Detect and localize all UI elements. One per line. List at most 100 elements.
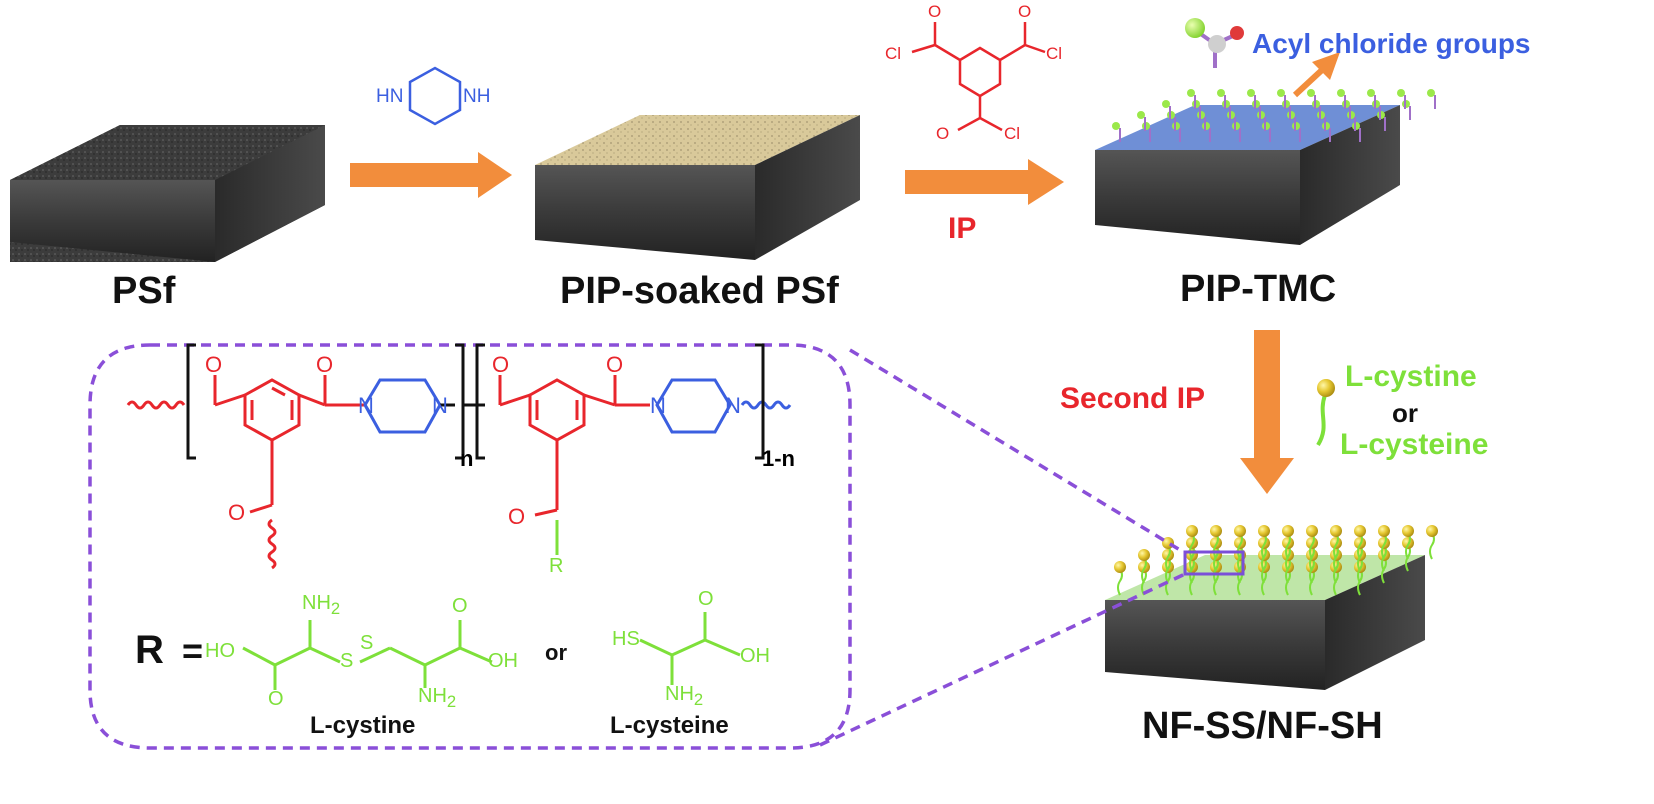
tmc-cl-2: Cl (1046, 44, 1063, 63)
tmc-cl-3: Cl (1004, 124, 1021, 143)
ligand-ball (1210, 537, 1222, 549)
label-psf: PSf (112, 270, 176, 312)
rdef-nh2-2: NH2 (418, 685, 456, 712)
rdef-oh-2: OH (740, 645, 770, 667)
poly-n-1: N (358, 393, 374, 418)
ligand-ball (1210, 561, 1222, 573)
ligand-ball (1354, 549, 1366, 561)
poly-o-3: O (228, 500, 246, 525)
tmc-o-2: O (1018, 2, 1032, 21)
rdef-nh2-1-sub: 2 (330, 599, 341, 618)
ligand-ball (1378, 537, 1390, 549)
pip-hn: HN (376, 86, 404, 107)
rdef-oh-1: OH (488, 650, 518, 672)
ligand-ball (1282, 537, 1294, 549)
tmc-o-3: O (936, 124, 950, 143)
poly-n-4: N (725, 393, 741, 418)
pip-soaked-membrane (535, 115, 860, 260)
ligand-ball (1354, 561, 1366, 573)
ligand-ball (1378, 549, 1390, 561)
label-pip-soaked-psf: PIP-soaked PSf (560, 270, 839, 312)
acyl-ball (1337, 89, 1345, 97)
label-reagent-cysteine: L-cysteine (1340, 428, 1489, 461)
r-group-structures (242, 612, 741, 690)
rdef-nh2-2-sub: 2 (446, 692, 457, 711)
rdef-nh2-3-sub: 2 (693, 690, 704, 709)
ligand-ball (1282, 549, 1294, 561)
pip-tmc-membrane (1095, 89, 1436, 245)
amino-acid-icon (1316, 379, 1335, 447)
ligand-ball (1138, 549, 1150, 561)
ligand-ball (1114, 561, 1126, 573)
ligand-ball (1258, 561, 1270, 573)
rdef-hs: HS (612, 628, 640, 650)
ligand-ball (1162, 549, 1174, 561)
acyl-ball (1187, 89, 1195, 97)
label-acyl-chloride-groups: Acyl chloride groups (1252, 28, 1531, 59)
acyl-ball (1162, 100, 1170, 108)
rdef-s-1: S (340, 650, 354, 672)
poly-o-1: O (205, 352, 223, 377)
ligand-ball (1426, 525, 1438, 537)
ligand-ball (1234, 525, 1246, 537)
rdef-nh2-3: NH2 (665, 683, 703, 710)
rdef-nh2-3-text: NH (665, 683, 694, 705)
name-l-cysteine: L-cysteine (610, 712, 729, 739)
ligand-ball (1330, 525, 1342, 537)
rdef-nh2-2-text: NH (418, 685, 447, 707)
poly-n-3: N (650, 393, 666, 418)
poly-o-2: O (316, 352, 334, 377)
zoom-region-box (1183, 550, 1245, 576)
arrow-psf-to-soaked (350, 152, 512, 198)
ligand-ball (1258, 537, 1270, 549)
acyl-ball (1247, 89, 1255, 97)
ligand-ball (1186, 537, 1198, 549)
acyl-ball (1307, 89, 1315, 97)
arrow-soaked-to-pip-tmc (905, 159, 1064, 205)
ligand-ball (1306, 549, 1318, 561)
label-reagent-cystine: L-cystine (1345, 360, 1477, 393)
ligand-ball (1354, 537, 1366, 549)
ligand-ball (1330, 561, 1342, 573)
acyl-ball (1277, 89, 1285, 97)
ligand-ball (1378, 525, 1390, 537)
rdef-o-3: O (698, 588, 714, 610)
label-pip-tmc: PIP-TMC (1180, 268, 1337, 310)
rdef-s-2: S (360, 632, 374, 654)
ligand-ball (1282, 525, 1294, 537)
poly-n-2: N (432, 393, 448, 418)
zoom-callout (88, 343, 1186, 750)
ligand-ball (1210, 525, 1222, 537)
ligand-ball (1354, 525, 1366, 537)
acyl-ball (1137, 111, 1145, 119)
acyl-ball (1112, 122, 1120, 130)
poly-r: R (549, 555, 564, 577)
rdef-nh2-1: NH2 (302, 592, 340, 619)
ligand-ball (1330, 549, 1342, 561)
acyl-ball (1397, 89, 1405, 97)
final-membrane (1105, 525, 1438, 690)
polymer-structure (126, 343, 792, 570)
label-nf-ss-nf-sh: NF-SS/NF-SH (1142, 705, 1383, 747)
name-l-cystine: L-cystine (310, 712, 416, 739)
poly-sub-1n: 1-n (762, 446, 795, 471)
poly-o-4: O (492, 352, 510, 377)
ligand-ball (1258, 525, 1270, 537)
ligand-ball (1282, 561, 1294, 573)
rdef-o-1: O (268, 688, 284, 710)
ligand-ball (1402, 525, 1414, 537)
acyl-ball (1367, 89, 1375, 97)
label-reagent-or: or (1392, 398, 1418, 428)
acyl-group-icon (1185, 18, 1244, 68)
ligand-ball (1306, 561, 1318, 573)
rdef-ho: HO (205, 640, 235, 662)
ligand-ball (1306, 525, 1318, 537)
tmc-o-1: O (928, 2, 942, 21)
acyl-ball (1217, 89, 1225, 97)
ligand-ball (1330, 537, 1342, 549)
ligand-ball (1186, 525, 1198, 537)
psf-membrane (10, 125, 325, 262)
rdef-or: or (545, 640, 567, 665)
